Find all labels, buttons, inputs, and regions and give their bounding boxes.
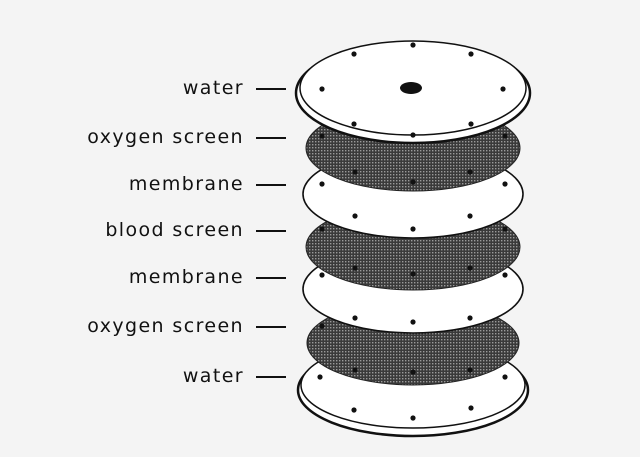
label-layer-2: oxygen screen	[87, 126, 244, 148]
leader-line-5	[256, 277, 286, 279]
leader-line-2	[256, 137, 286, 139]
label-layer-3: membrane	[128, 173, 244, 195]
top-water-disc	[294, 40, 532, 145]
label-layer-4: blood screen	[105, 219, 244, 241]
label-layer-6: oxygen screen	[87, 315, 244, 337]
label-layer-5: membrane	[128, 266, 244, 288]
leader-line-6	[256, 326, 286, 328]
center-port	[400, 82, 422, 94]
leader-line-3	[256, 184, 286, 186]
label-layer-7: water	[182, 365, 244, 387]
label-layer-1: water	[182, 77, 244, 99]
leader-line-7	[256, 376, 286, 378]
leader-line-1	[256, 88, 286, 90]
leader-line-4	[256, 230, 286, 232]
